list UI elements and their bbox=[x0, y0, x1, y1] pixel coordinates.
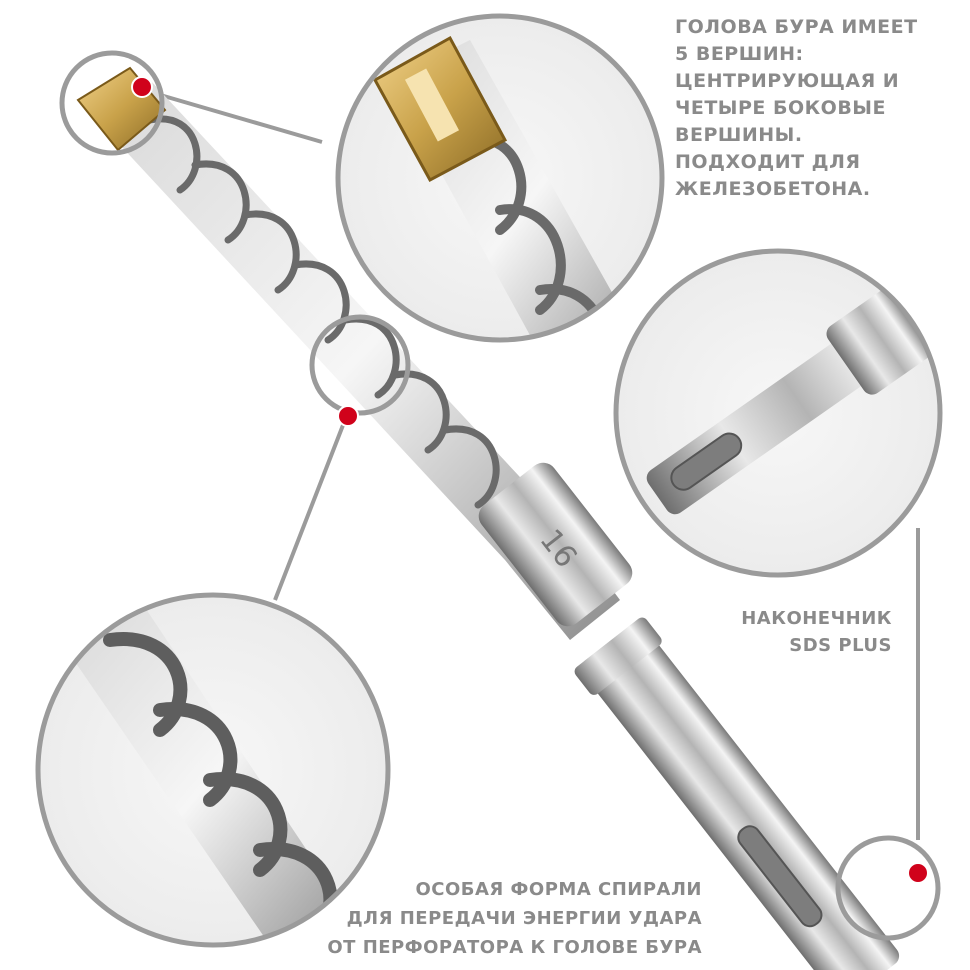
connector-spiral bbox=[273, 419, 347, 601]
caption-line: ПОДХОДИТ ДЛЯ bbox=[675, 151, 861, 173]
caption-line: 5 ВЕРШИН: bbox=[675, 43, 804, 65]
detail-ring-spiral bbox=[35, 592, 391, 948]
detail-head-zoom bbox=[335, 13, 665, 343]
caption-line: ЧЕТЫРЕ БОКОВЫЕ bbox=[675, 97, 886, 119]
caption-line: ГОЛОВА БУРА ИМЕЕТ bbox=[675, 16, 918, 38]
caption-line: ОСОБАЯ ФОРМА СПИРАЛИ bbox=[415, 879, 702, 900]
callout-ring-head bbox=[59, 50, 165, 156]
caption-line: НАКОНЕЧНИК bbox=[741, 608, 892, 629]
callout-markers bbox=[131, 76, 929, 884]
marker-head bbox=[131, 76, 153, 98]
drill-shank bbox=[580, 622, 900, 970]
connector-lines bbox=[149, 90, 920, 840]
caption-drill-head: ГОЛОВА БУРА ИМЕЕТ 5 ВЕРШИН: ЦЕНТРИРУЮЩАЯ… bbox=[675, 14, 918, 203]
drill-neck bbox=[478, 462, 633, 627]
drill-bit: 16 bbox=[76, 66, 900, 970]
caption-line: ЦЕНТРИРУЮЩАЯ И bbox=[675, 70, 900, 92]
caption-line: ЖЕЛЕЗОБЕТОНА. bbox=[675, 178, 871, 200]
detail-ring-sds bbox=[613, 248, 943, 578]
caption-line: ДЛЯ ПЕРЕДАЧИ ЭНЕРГИИ УДАРА bbox=[346, 908, 702, 929]
detail-sds-zoom bbox=[613, 248, 943, 578]
detail-ring-head bbox=[335, 13, 665, 343]
callout-rings bbox=[59, 50, 941, 941]
caption-line: ОТ ПЕРФОРАТОРА К ГОЛОВЕ БУРА bbox=[327, 937, 702, 958]
detail-spiral-zoom bbox=[35, 592, 391, 948]
callout-ring-spiral bbox=[309, 314, 411, 416]
marker-sds bbox=[907, 862, 929, 884]
caption-sds-plus: НАКОНЕЧНИК SDS PLUS bbox=[741, 605, 892, 659]
marker-spiral bbox=[337, 405, 359, 427]
sds-groove bbox=[737, 825, 823, 928]
flute-ridges bbox=[146, 115, 500, 509]
shank-collar bbox=[574, 617, 662, 695]
caption-line: SDS PLUS bbox=[789, 635, 892, 656]
connector-head bbox=[149, 90, 323, 144]
caption-spiral: ОСОБАЯ ФОРМА СПИРАЛИ ДЛЯ ПЕРЕДАЧИ ЭНЕРГИ… bbox=[327, 875, 702, 962]
caption-line: ВЕРШИНЫ. bbox=[675, 124, 803, 146]
callout-ring-sds bbox=[835, 835, 941, 941]
